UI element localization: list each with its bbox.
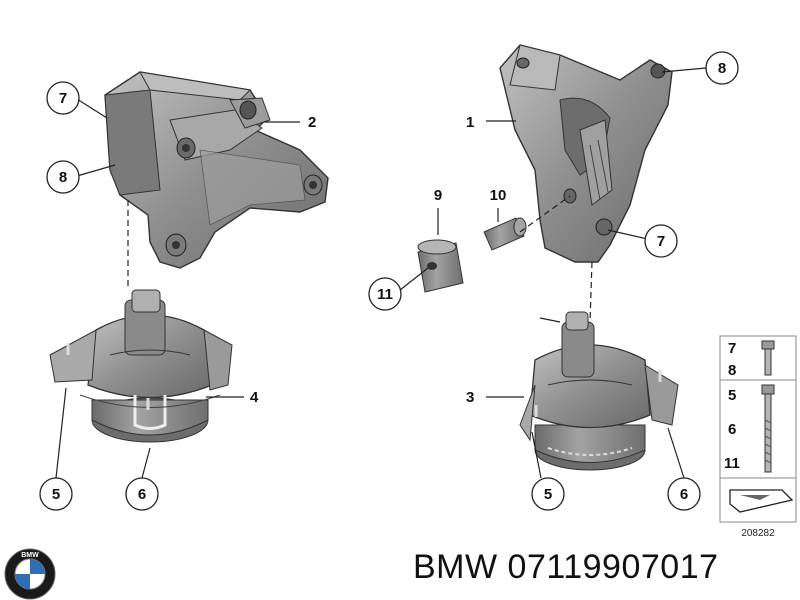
svg-text:1: 1 — [466, 114, 474, 131]
part-number-caption: BMW 07119907017 — [413, 548, 719, 586]
svg-text:6: 6 — [680, 486, 688, 503]
side-label-8: 8 — [728, 362, 736, 379]
callout-right-9: 9 — [434, 187, 442, 204]
svg-text:5: 5 — [52, 486, 60, 503]
arrow-symbol-icon — [729, 489, 794, 513]
long-bolt-icon — [761, 384, 775, 473]
callout-right-1: 1 — [466, 114, 474, 131]
svg-text:6: 6 — [138, 486, 146, 503]
callout-left-6: 6 — [125, 477, 159, 511]
callout-left-8: 8 — [46, 160, 80, 194]
callout-left-2: 2 — [308, 114, 316, 131]
callout-left-5: 5 — [39, 477, 73, 511]
svg-text:10: 10 — [490, 187, 507, 204]
callout-right-8: 8 — [705, 51, 739, 85]
svg-text:8: 8 — [718, 60, 726, 77]
callout-left-7: 7 — [46, 81, 80, 115]
svg-text:BMW: BMW — [21, 552, 39, 559]
side-label-7: 7 — [728, 340, 736, 357]
bmw-roundel-logo: BMW — [4, 548, 56, 600]
svg-text:9: 9 — [434, 187, 442, 204]
svg-text:11: 11 — [377, 286, 393, 303]
reference-number: 208282 — [741, 528, 775, 539]
callout-right-10: 10 — [490, 187, 507, 204]
sleeve-part-10 — [483, 217, 527, 251]
callout-right-11: 11 — [368, 277, 402, 311]
callout-right-7: 7 — [644, 224, 678, 258]
side-label-6: 6 — [728, 421, 736, 438]
svg-text:3: 3 — [466, 389, 474, 406]
left-leader-lines — [55, 98, 300, 479]
left-engine-mount-part-4 — [49, 289, 233, 443]
side-label-11: 11 — [724, 455, 740, 472]
bolt-side-panel: 7 8 5 6 11 208282 — [719, 335, 797, 539]
right-bracket-part-1 — [499, 44, 673, 263]
callout-right-3: 3 — [466, 389, 474, 406]
callout-left-4: 4 — [250, 389, 259, 406]
right-engine-mount-part-3 — [519, 311, 679, 471]
left-bracket-part-2 — [104, 71, 329, 269]
callout-right-5: 5 — [531, 477, 565, 511]
svg-text:2: 2 — [308, 114, 316, 131]
svg-text:8: 8 — [59, 169, 67, 186]
side-label-5: 5 — [728, 387, 736, 404]
callout-right-6: 6 — [667, 477, 701, 511]
short-bolt-icon — [761, 340, 775, 376]
svg-text:4: 4 — [250, 389, 259, 406]
svg-text:5: 5 — [544, 486, 552, 503]
svg-text:7: 7 — [657, 233, 665, 250]
svg-text:7: 7 — [59, 90, 67, 107]
spacer-part-9 — [417, 239, 464, 293]
